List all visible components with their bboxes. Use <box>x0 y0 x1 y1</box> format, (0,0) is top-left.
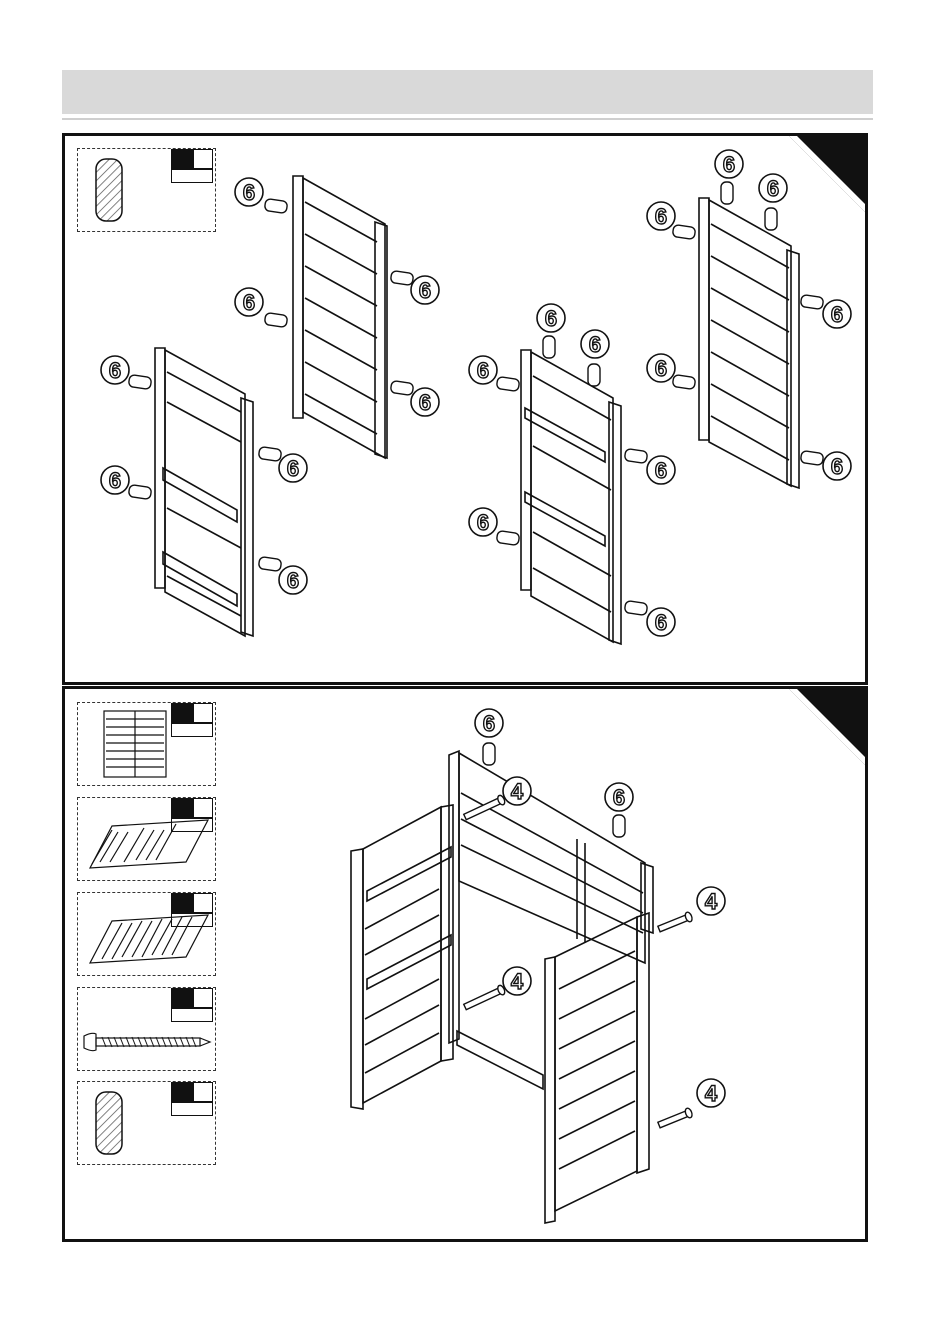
svg-text:6: 6 <box>545 306 557 331</box>
svg-text:6: 6 <box>477 358 489 383</box>
callout-dowel: 6 <box>279 566 307 594</box>
callout-dowel: 6 <box>647 608 675 636</box>
svg-text:6: 6 <box>243 290 255 315</box>
step-panel-upper: 6 6 6 6 6 6 6 6 6 6 6 6 6 6 6 6 6 6 6 6 <box>62 133 868 685</box>
header-divider <box>62 118 873 120</box>
side-panel-d <box>699 198 799 488</box>
left-side-panel <box>351 805 453 1109</box>
svg-text:4: 4 <box>705 889 718 914</box>
callout-dowel: 6 <box>469 508 497 536</box>
callout-dowel: 6 <box>411 388 439 416</box>
callout-group-lower: 6 6 4 4 4 4 <box>475 709 725 1107</box>
callout-dowel: 6 <box>101 356 129 384</box>
callout-label: 6 <box>243 180 255 205</box>
step-illustration-upper: 6 6 6 6 6 6 6 6 6 6 6 6 6 6 6 6 6 6 6 6 <box>65 136 868 685</box>
front-side-panel <box>545 913 649 1223</box>
svg-text:6: 6 <box>287 456 299 481</box>
svg-text:4: 4 <box>511 969 524 994</box>
callout-dowel: 6 <box>823 452 851 480</box>
svg-text:4: 4 <box>705 1081 718 1106</box>
svg-text:6: 6 <box>287 568 299 593</box>
step-illustration-lower: 6 6 4 4 4 4 <box>65 689 868 1242</box>
svg-text:6: 6 <box>419 390 431 415</box>
callout-dowel: 6 <box>411 276 439 304</box>
step-panel-lower: 6 6 4 4 4 4 <box>62 686 868 1242</box>
svg-text:6: 6 <box>655 610 667 635</box>
header-bar <box>62 70 873 114</box>
svg-text:4: 4 <box>511 779 524 804</box>
svg-text:6: 6 <box>613 785 625 810</box>
svg-text:6: 6 <box>655 356 667 381</box>
callout-dowel: 6 <box>279 454 307 482</box>
callout-dowel: 6 <box>647 354 675 382</box>
svg-text:6: 6 <box>109 468 121 493</box>
callout-dowel: 6 <box>715 150 743 178</box>
callout-dowel: 6 <box>469 356 497 384</box>
callout-dowel: 6 <box>823 300 851 328</box>
callout-group-upper: 6 6 6 6 6 6 6 6 6 6 6 6 6 6 6 6 6 6 6 6 <box>101 150 851 636</box>
callout-label: 6 <box>483 711 495 736</box>
svg-text:6: 6 <box>655 204 667 229</box>
screws <box>463 794 693 1129</box>
side-panel-b <box>155 348 253 636</box>
svg-text:6: 6 <box>831 302 843 327</box>
dowels <box>128 182 823 615</box>
callout-dowel: 6 <box>235 178 263 206</box>
side-panel-a <box>293 176 387 458</box>
svg-text:6: 6 <box>767 176 779 201</box>
svg-text:6: 6 <box>477 510 489 535</box>
callout-dowel: 6 <box>101 466 129 494</box>
callout-dowel: 6 <box>235 288 263 316</box>
callout-dowel: 6 <box>647 456 675 484</box>
side-panel-c <box>521 350 621 644</box>
svg-text:6: 6 <box>589 332 601 357</box>
callout-dowel: 6 <box>581 330 609 358</box>
callout-dowel: 6 <box>759 174 787 202</box>
svg-text:6: 6 <box>109 358 121 383</box>
svg-text:6: 6 <box>419 278 431 303</box>
callout-dowel: 6 <box>647 202 675 230</box>
svg-text:6: 6 <box>723 152 735 177</box>
svg-text:6: 6 <box>655 458 667 483</box>
svg-text:6: 6 <box>831 454 843 479</box>
callout-dowel: 6 <box>537 304 565 332</box>
